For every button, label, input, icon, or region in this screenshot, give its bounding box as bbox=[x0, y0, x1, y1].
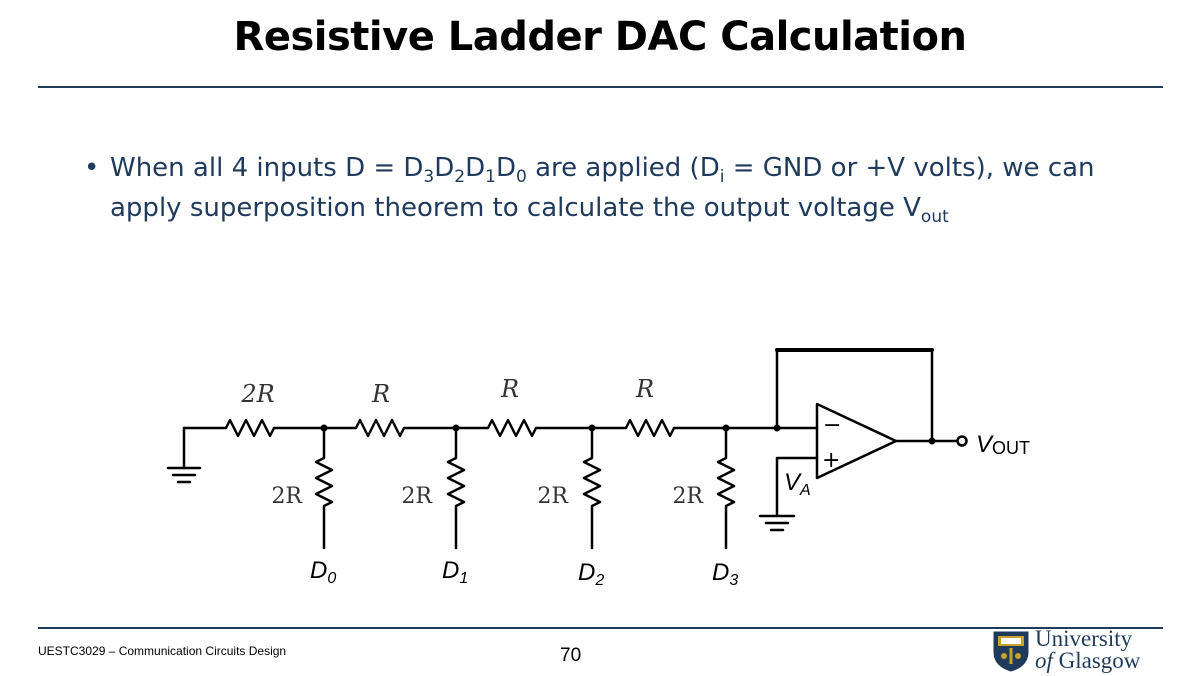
feedback-wire bbox=[775, 348, 934, 442]
bullet-dot: • bbox=[84, 153, 100, 183]
bullet-text: When all 4 inputs D = D3D2D1D0 are appli… bbox=[110, 153, 1095, 227]
footer-divider bbox=[38, 627, 1163, 629]
ground-symbol-opamp bbox=[758, 514, 796, 532]
title-divider bbox=[38, 86, 1163, 88]
shunt-resistor-d3 bbox=[716, 426, 736, 550]
shunt-resistor-label-4: 2R bbox=[672, 484, 704, 509]
course-name: UESTC3029 – Communication Circuits Desig… bbox=[38, 644, 287, 658]
ground-symbol-left bbox=[166, 426, 202, 484]
top-resistor-label-2: R bbox=[371, 380, 390, 408]
vout-label: VOUT bbox=[976, 431, 1030, 458]
top-resistor-r2 bbox=[454, 418, 594, 438]
top-resistor-label-4: R bbox=[635, 375, 654, 403]
input-label-d1: D1 bbox=[442, 557, 468, 587]
top-resistor-r1 bbox=[322, 418, 458, 438]
page-number: 70 bbox=[560, 645, 582, 666]
input-label-d2: D2 bbox=[578, 559, 604, 589]
opamp-triangle bbox=[815, 402, 898, 480]
input-label-d0: D0 bbox=[310, 557, 336, 587]
opamp-plus-sign: + bbox=[822, 448, 840, 473]
shunt-resistor-label-1: 2R bbox=[271, 484, 303, 509]
shunt-resistor-d1 bbox=[446, 426, 466, 550]
top-resistor-label-1: 2R bbox=[240, 380, 274, 408]
input-label-d3: D3 bbox=[712, 559, 738, 589]
va-label: VA bbox=[784, 469, 811, 499]
shunt-resistor-d0 bbox=[314, 426, 334, 550]
shunt-resistor-label-3: 2R bbox=[537, 484, 569, 509]
shunt-resistor-d2 bbox=[582, 426, 602, 550]
top-resistor-2r bbox=[182, 418, 326, 438]
top-resistor-r3 bbox=[590, 418, 779, 438]
top-resistor-label-3: R bbox=[500, 375, 519, 403]
slide-title: Resistive Ladder DAC Calculation bbox=[233, 14, 967, 60]
university-wordmark: University of Glasgow bbox=[1035, 626, 1141, 673]
university-crest-icon bbox=[993, 631, 1029, 672]
opamp-minus-sign: − bbox=[823, 413, 841, 438]
shunt-resistor-label-2: 2R bbox=[401, 484, 433, 509]
